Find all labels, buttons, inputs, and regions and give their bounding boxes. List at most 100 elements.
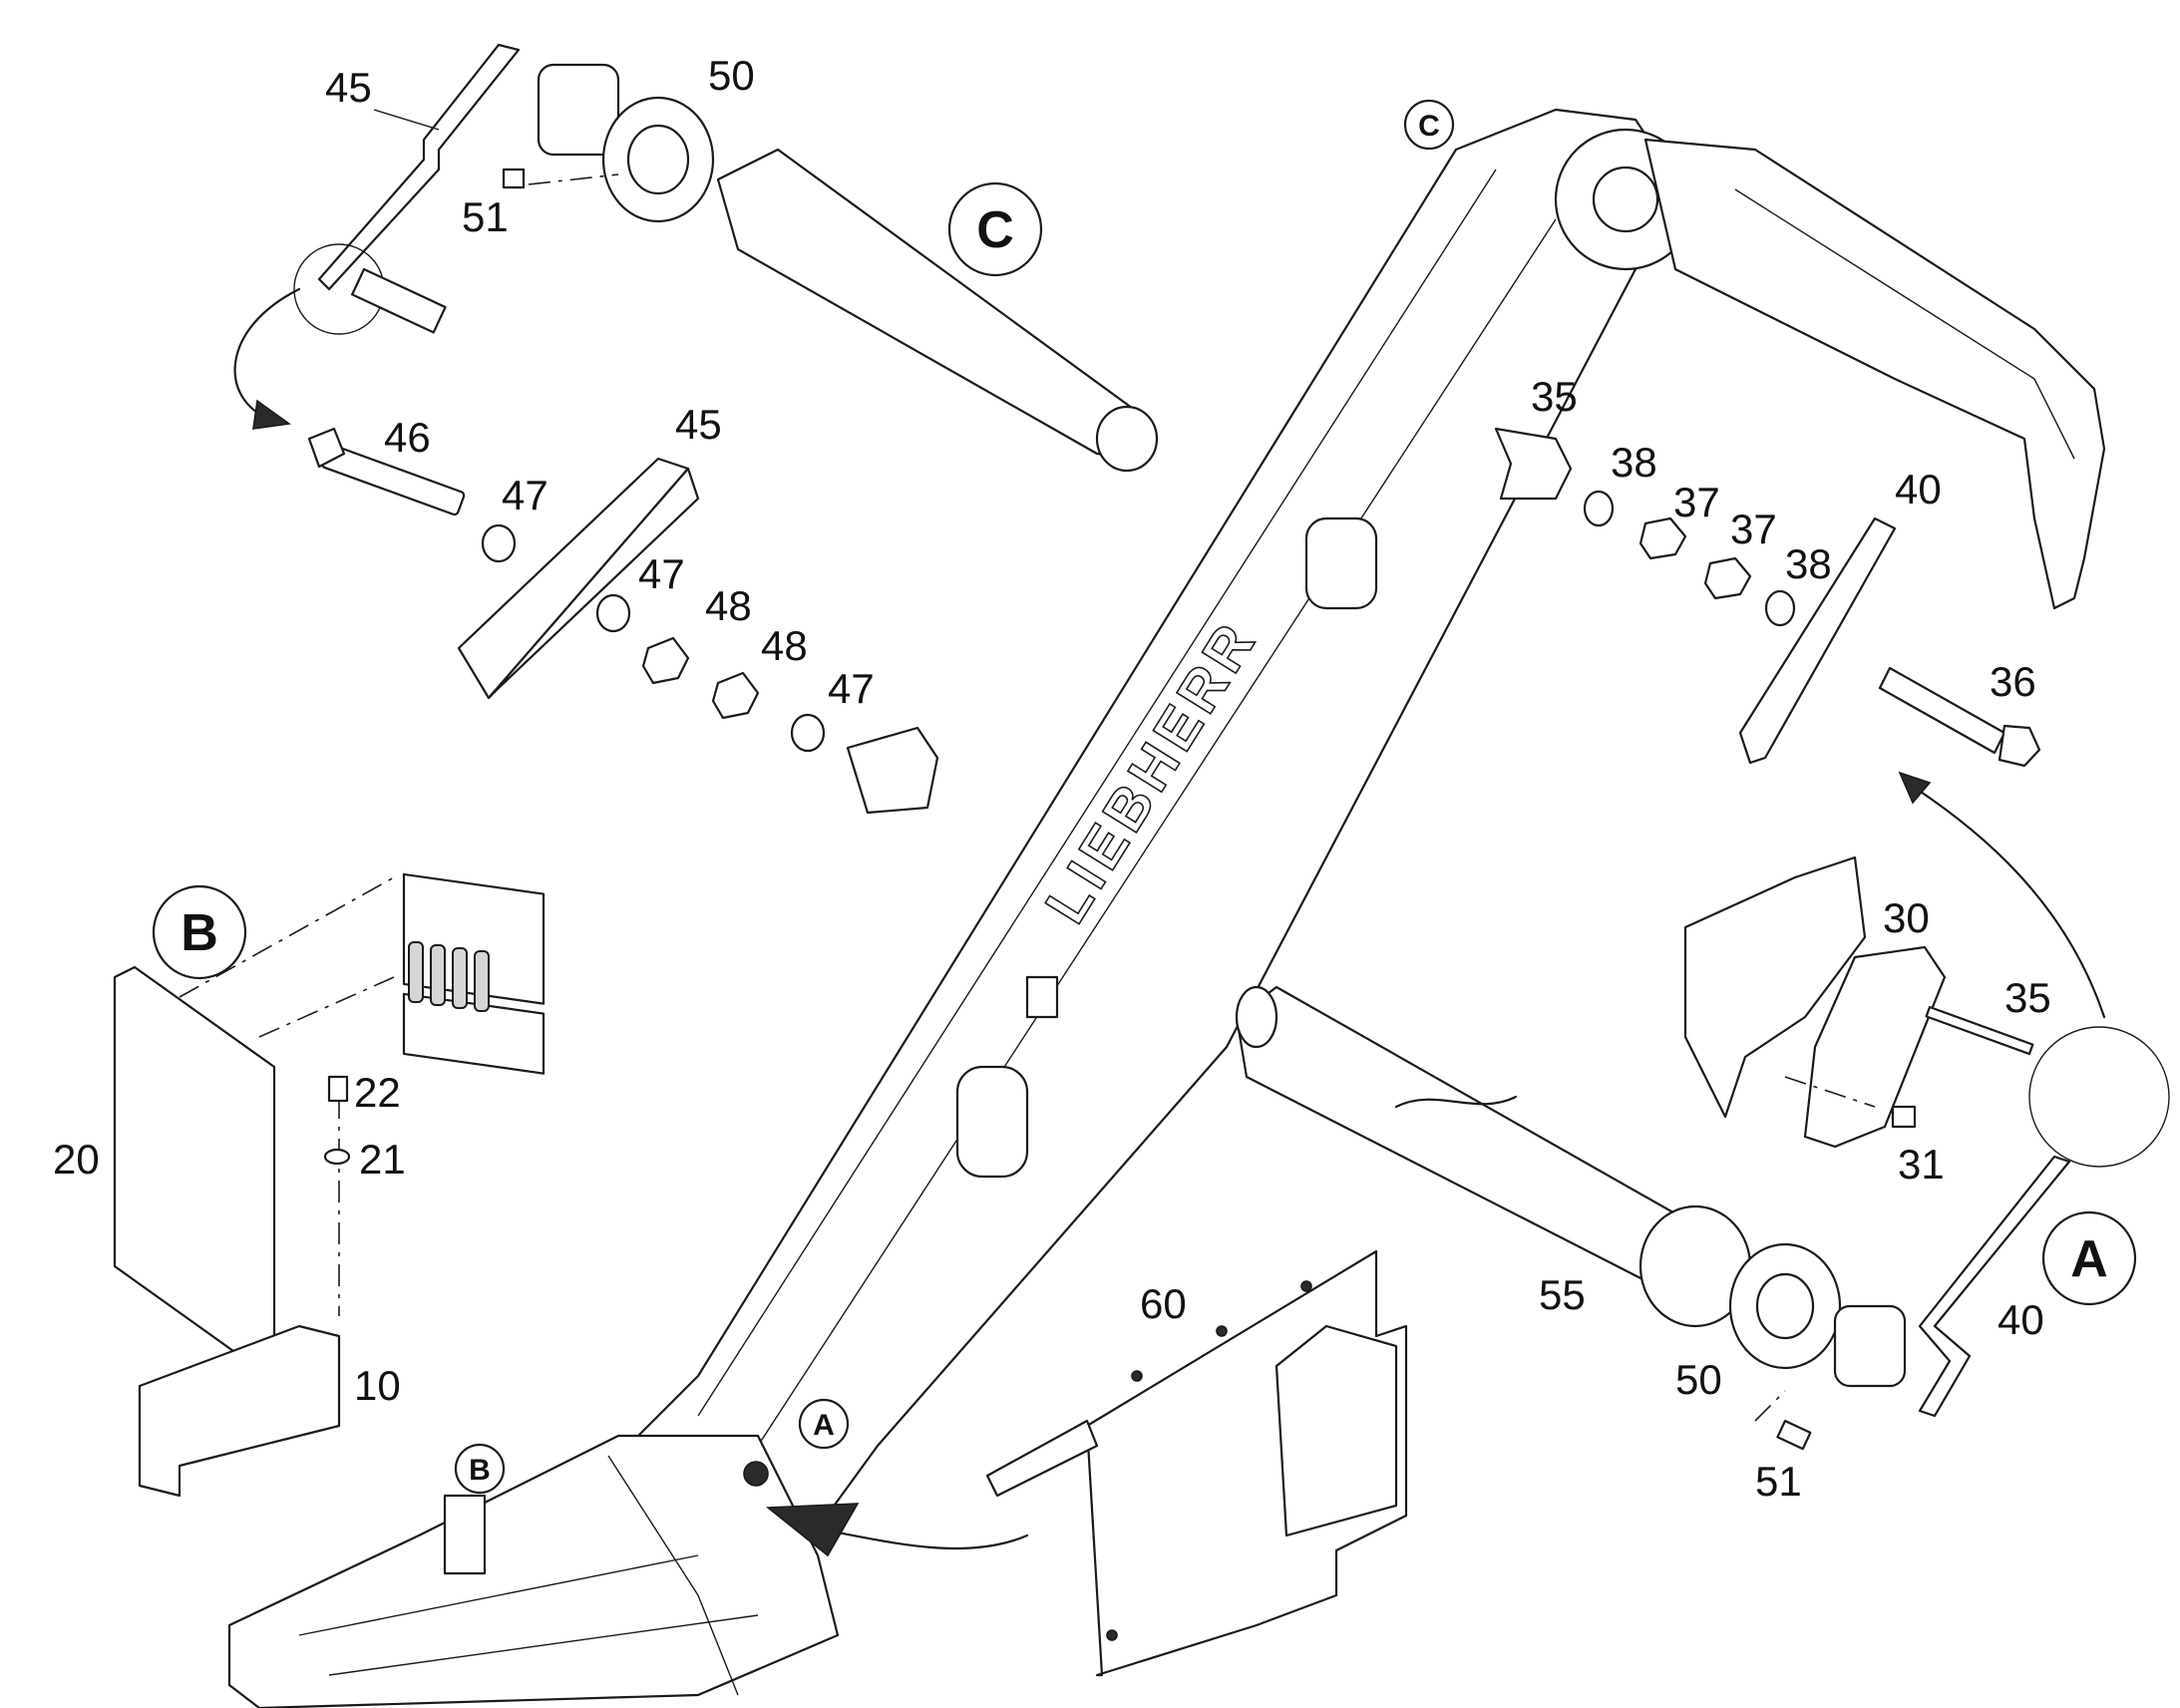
washer-38-a xyxy=(1583,490,1615,527)
callout-b-small: B xyxy=(454,1443,506,1495)
flange-50-lower-inner xyxy=(1755,1272,1815,1340)
chassis-mounted-bracket-b xyxy=(443,1494,487,1575)
label-55: 55 xyxy=(1539,1271,1586,1318)
bracket-40-upper xyxy=(1738,516,1897,765)
nut-37-a xyxy=(1638,516,1687,560)
group-a-cylinder xyxy=(1235,985,1907,1451)
label-40-bottom: 40 xyxy=(1998,1296,2044,1343)
bolt-51-lower xyxy=(1776,1419,1812,1451)
boom-fitting-2 xyxy=(955,1065,1029,1179)
shield-hole-2 xyxy=(1216,1325,1228,1337)
boom-arm-edge-line-2 xyxy=(757,218,1557,1447)
return-arrow xyxy=(1913,786,2106,1019)
nut-48-a xyxy=(641,636,690,685)
bracket-40-lower xyxy=(1918,1155,2071,1418)
mounting-plate-20 xyxy=(113,965,276,1368)
bolt-51-upper-axis xyxy=(528,173,619,185)
label-10: 10 xyxy=(354,1362,401,1409)
bolt-22 xyxy=(327,1075,349,1103)
shield-panel-group xyxy=(985,1249,1408,1677)
cylinder-c xyxy=(716,148,1159,461)
label-48-b: 48 xyxy=(761,622,808,669)
detail-pointer-arrow xyxy=(765,1503,1029,1557)
chassis-crossmember-1 xyxy=(298,1554,699,1636)
label-60: 60 xyxy=(1140,1280,1187,1327)
valve-spool-3 xyxy=(452,947,468,1009)
label-50-top: 50 xyxy=(708,52,755,99)
chassis-outline xyxy=(227,1434,840,1708)
group-b xyxy=(113,872,545,1498)
valve-spool-2 xyxy=(430,944,446,1006)
cylinder-55-end-cap xyxy=(1235,985,1278,1049)
shield-panel-60-flap xyxy=(985,1419,1099,1498)
mounting-bracket-a xyxy=(1683,855,1867,1119)
callout-a-small-circle xyxy=(798,1398,850,1450)
bolt-36-head xyxy=(1998,724,2041,768)
cylinder-55-break xyxy=(1394,1095,1518,1109)
label-51-bottom: 51 xyxy=(1755,1458,1802,1505)
label-51-top: 51 xyxy=(462,193,509,240)
label-46: 46 xyxy=(384,414,431,461)
shield-hole-4 xyxy=(1106,1629,1118,1641)
chassis-frame xyxy=(227,1434,840,1708)
callout-b-large-label: B xyxy=(181,904,218,962)
a-bolt-axis xyxy=(1784,1076,1876,1108)
callout-a-small: A xyxy=(798,1398,850,1450)
bracket-45-upper xyxy=(317,43,521,291)
label-47-a: 47 xyxy=(502,472,548,518)
label-30: 30 xyxy=(1883,894,1930,941)
callout-a-small-label: A xyxy=(813,1409,835,1442)
callout-c-large-label: C xyxy=(976,201,1014,259)
label-38-a: 38 xyxy=(1611,439,1657,486)
label-35-right: 35 xyxy=(2004,974,2051,1021)
b-mount-axis-2 xyxy=(258,976,395,1038)
group-a xyxy=(1683,855,2170,1418)
label-38-b: 38 xyxy=(1785,540,1832,587)
group-c-fasteners xyxy=(307,427,939,815)
swing-arrow xyxy=(233,287,301,421)
callout-a-large: A xyxy=(2041,1210,2137,1306)
shield-panel-60-rib xyxy=(1274,1324,1398,1537)
callout-c-small-label: C xyxy=(1418,110,1440,143)
group-a-fasteners xyxy=(1494,427,2106,1019)
group-c-upper xyxy=(233,43,1159,473)
label-50-bottom: 50 xyxy=(1675,1356,1722,1403)
label-37-b: 37 xyxy=(1730,506,1777,552)
bolt-46-head xyxy=(307,427,346,469)
callout-b-large-circle xyxy=(152,884,247,980)
callout-c-small-circle xyxy=(1403,99,1455,151)
chassis-crossmember-2 xyxy=(328,1614,759,1676)
callout-c-large-circle xyxy=(947,181,1043,277)
callout-a-large-label: A xyxy=(2070,1230,2108,1288)
label-36: 36 xyxy=(1990,658,2036,705)
bolt-51-upper xyxy=(502,168,526,189)
callout-c-small: C xyxy=(1403,99,1455,151)
shield-hole-1 xyxy=(1131,1370,1143,1382)
pointer-arrowhead xyxy=(765,1503,860,1557)
bolt-36 xyxy=(1878,666,2006,755)
nut-48-b xyxy=(711,671,760,720)
boom-pivot-a xyxy=(743,1461,769,1487)
cylinder-c-end xyxy=(1095,405,1159,473)
detail-circle-a xyxy=(2028,1026,2170,1168)
label-22: 22 xyxy=(354,1069,401,1116)
mounting-flange-hub xyxy=(537,63,620,157)
washer-47-b xyxy=(595,593,631,633)
boom-fitting-1 xyxy=(1304,516,1378,610)
bracket-10 xyxy=(138,1324,341,1498)
jib-arm-detail xyxy=(1734,188,2075,460)
callout-a-large-circle xyxy=(2041,1210,2137,1306)
cylinder-cap-c xyxy=(846,726,939,815)
callout-c-large: C xyxy=(947,181,1043,277)
callout-b-large: B xyxy=(152,884,247,980)
valve-spool-4 xyxy=(474,950,490,1012)
flange-50-upper-inner xyxy=(626,124,690,195)
label-45-mid: 45 xyxy=(675,401,722,448)
bolt-35-a xyxy=(1925,1005,2034,1056)
washer-47-a xyxy=(481,523,517,563)
pin-inside-detail-c xyxy=(351,267,447,334)
shield-hole-3 xyxy=(1300,1280,1312,1292)
boom-arm-edge-line xyxy=(697,169,1497,1417)
